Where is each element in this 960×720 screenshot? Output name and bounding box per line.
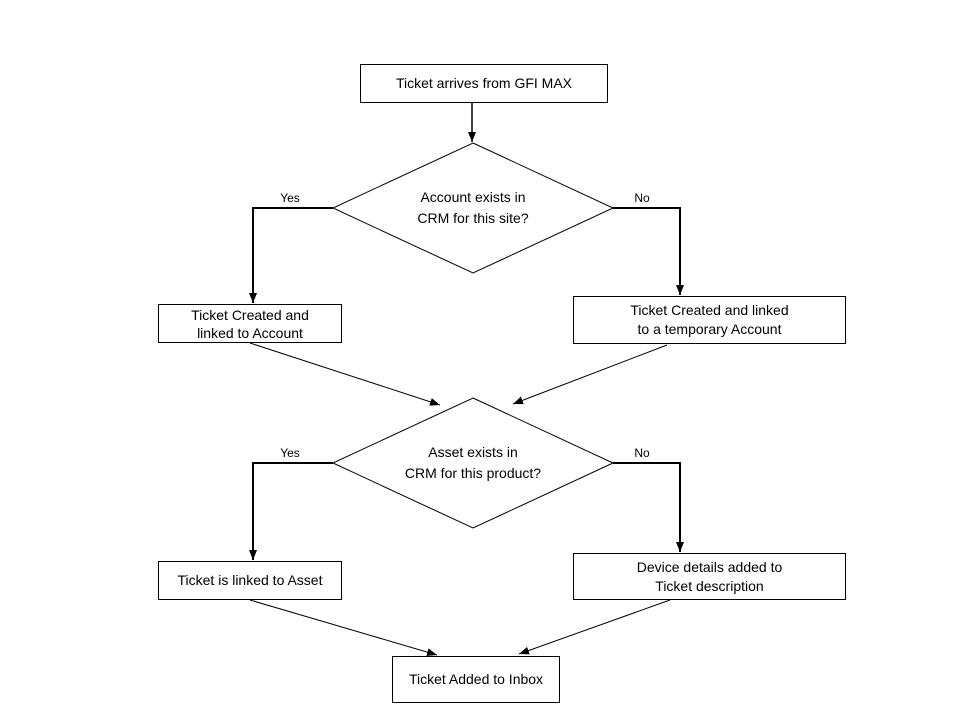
node-ticket-temp-account: Ticket Created and linked to a temporary…: [573, 296, 846, 344]
node-inbox: Ticket Added to Inbox: [392, 656, 560, 703]
edge-linked-account-to-asset-decision: [249, 342, 441, 406]
edge-asset-no: [613, 462, 684, 552]
edge-device-details-to-inbox: [518, 599, 671, 655]
edge-label-asset-yes: Yes: [280, 446, 300, 460]
edge-label-account-no: No: [634, 191, 650, 205]
edge-account-yes: [249, 207, 333, 303]
node-ticket-linked-asset: Ticket is linked to Asset: [158, 561, 342, 600]
edge-account-no: [613, 207, 684, 295]
decision-account-shape: [331, 142, 615, 274]
node-ticket-linked-account: Ticket Created and linked to Account: [158, 304, 342, 343]
edge-asset-yes: [249, 462, 333, 560]
node-device-details: Device details added to Ticket descripti…: [573, 553, 846, 600]
edge-linked-asset-to-inbox: [249, 599, 438, 657]
edge-label-asset-no: No: [634, 446, 650, 460]
node-start: Ticket arrives from GFI MAX: [360, 64, 608, 103]
decision-account-label: Account exists in CRM for this site?: [417, 189, 529, 226]
decision-asset-shape: [331, 397, 615, 529]
decision-asset-label: Asset exists in CRM for this product?: [404, 444, 542, 481]
edge-temp-account-to-asset-decision: [512, 344, 668, 405]
edge-label-account-yes: Yes: [280, 191, 300, 205]
